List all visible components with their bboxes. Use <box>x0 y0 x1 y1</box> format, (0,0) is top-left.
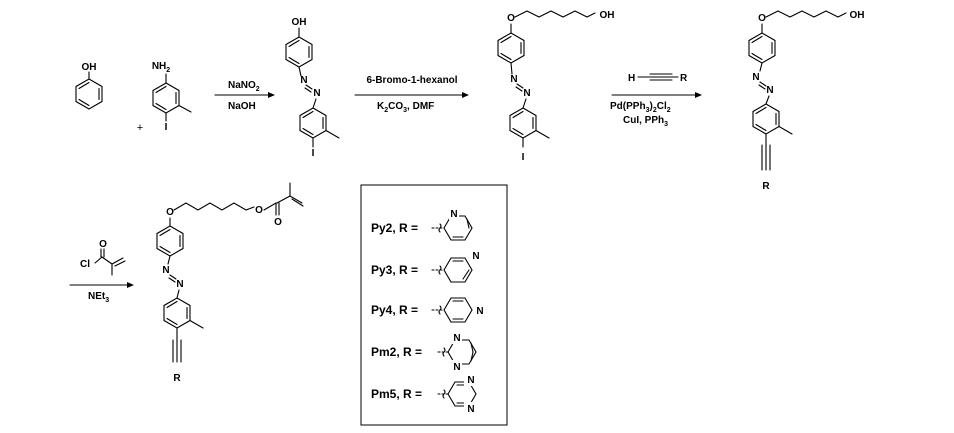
legend-row-pm5: Pm5, R = N N <box>371 374 477 415</box>
py3-n-label: N <box>472 251 479 262</box>
phenol-oh-label: OH <box>82 62 97 73</box>
iodo-aniline-molecule: NH2 I <box>152 61 192 133</box>
c4-azo-n1-label: N <box>162 265 169 276</box>
legend-row-py2: Py2, R = N <box>371 208 473 241</box>
c4-azo-n2-label: N <box>176 279 183 290</box>
step4-base: NEt3 <box>88 291 109 304</box>
legend-row-py4: Py4, R = N <box>371 297 485 323</box>
step2-reagent-top: 6-Bromo-1-hexanol <box>366 75 457 86</box>
arrow-step-1: NaNO2 NaOH <box>214 80 275 112</box>
azo-phenol-iodine-label: I <box>312 148 315 159</box>
legend-label-pm2: Pm2, R = <box>371 345 422 359</box>
azo-phenol-oh-label: OH <box>292 17 307 28</box>
c3-azo-n2-label: N <box>766 85 773 96</box>
hexyloxy-iodo-azo-molecule: O OH N N I <box>497 10 615 163</box>
pm2-n2-label: N <box>453 362 460 373</box>
step2-reagent-bottom: K2CO3, DMF <box>377 101 434 114</box>
methacrylate-monomer-molecule: O O O N N R <box>156 182 304 384</box>
legend-row-py3: Py3, R = N <box>371 250 481 283</box>
c2-azo-n2-label: N <box>523 88 530 99</box>
r-group-legend: Py2, R = N Py3, R = N Py4, R = <box>360 184 508 426</box>
step3-catalyst: Pd(PPh3)2Cl2 <box>610 101 671 114</box>
legend-label-py4: Py4, R = <box>371 303 418 317</box>
py4-n-label: N <box>476 306 483 317</box>
pm5-n2-label: N <box>467 404 474 415</box>
azo-phenol-molecule: OH N N I <box>285 17 340 159</box>
legend-frame <box>360 184 508 426</box>
c3-r-label: R <box>762 181 770 192</box>
c4-r-label: R <box>173 373 181 384</box>
acyl-cl-label: Cl <box>80 259 90 270</box>
nh2-subscript: 2 <box>166 67 170 74</box>
py2-n-label: N <box>450 209 457 220</box>
pm2-n1-label: N <box>453 333 460 344</box>
legend-label-py2: Py2, R = <box>371 221 418 235</box>
c2-iodine-label: I <box>522 152 525 163</box>
methacryloyl-chloride: O Cl <box>80 239 126 276</box>
hexyloxy-alkyne-azo-molecule: O OH N N R <box>748 10 865 192</box>
c3-oh-label: OH <box>850 10 865 21</box>
nh-label: NH <box>152 61 166 72</box>
aniline-nh2-label: NH2 <box>152 61 170 74</box>
c4-ether-o-label: O <box>166 207 174 218</box>
legend-label-py3: Py3, R = <box>371 263 418 277</box>
c4-ester-o-label: O <box>255 205 263 216</box>
azo-n2-label: N <box>313 88 320 99</box>
azo-n1-label: N <box>300 75 307 86</box>
aniline-iodine-label: I <box>165 122 168 133</box>
plus-sign: + <box>137 122 143 134</box>
c3-azo-n1-label: N <box>752 72 759 83</box>
hexanol-oh-label: OH <box>600 10 615 21</box>
ether-o-label: O <box>507 13 515 24</box>
legend-label-pm5: Pm5, R = <box>371 387 422 401</box>
legend-row-pm2: Pm2, R = N N <box>371 332 477 373</box>
acyl-o-label: O <box>99 239 107 250</box>
arrow-step-4: NEt3 <box>69 282 134 304</box>
c2-azo-n1-label: N <box>510 74 517 85</box>
step3-cocatalyst: CuI, PPh3 <box>623 115 668 128</box>
c4-carbonyl-o-label: O <box>274 217 282 228</box>
alkyne-r-label: R <box>680 73 688 84</box>
step1-reagent-bottom: NaOH <box>228 101 256 112</box>
arrow-step-2: 6-Bromo-1-hexanol K2CO3, DMF <box>354 75 469 114</box>
arrow-step-3: H R Pd(PPh3)2Cl2 CuI, PPh3 <box>610 73 702 128</box>
phenol-molecule: OH <box>75 62 103 110</box>
step1-reagent-top: NaNO2 <box>228 80 260 93</box>
alkyne-h-label: H <box>628 73 635 84</box>
c3-ether-o-label: O <box>758 13 766 24</box>
pm5-n1-label: N <box>467 375 474 386</box>
